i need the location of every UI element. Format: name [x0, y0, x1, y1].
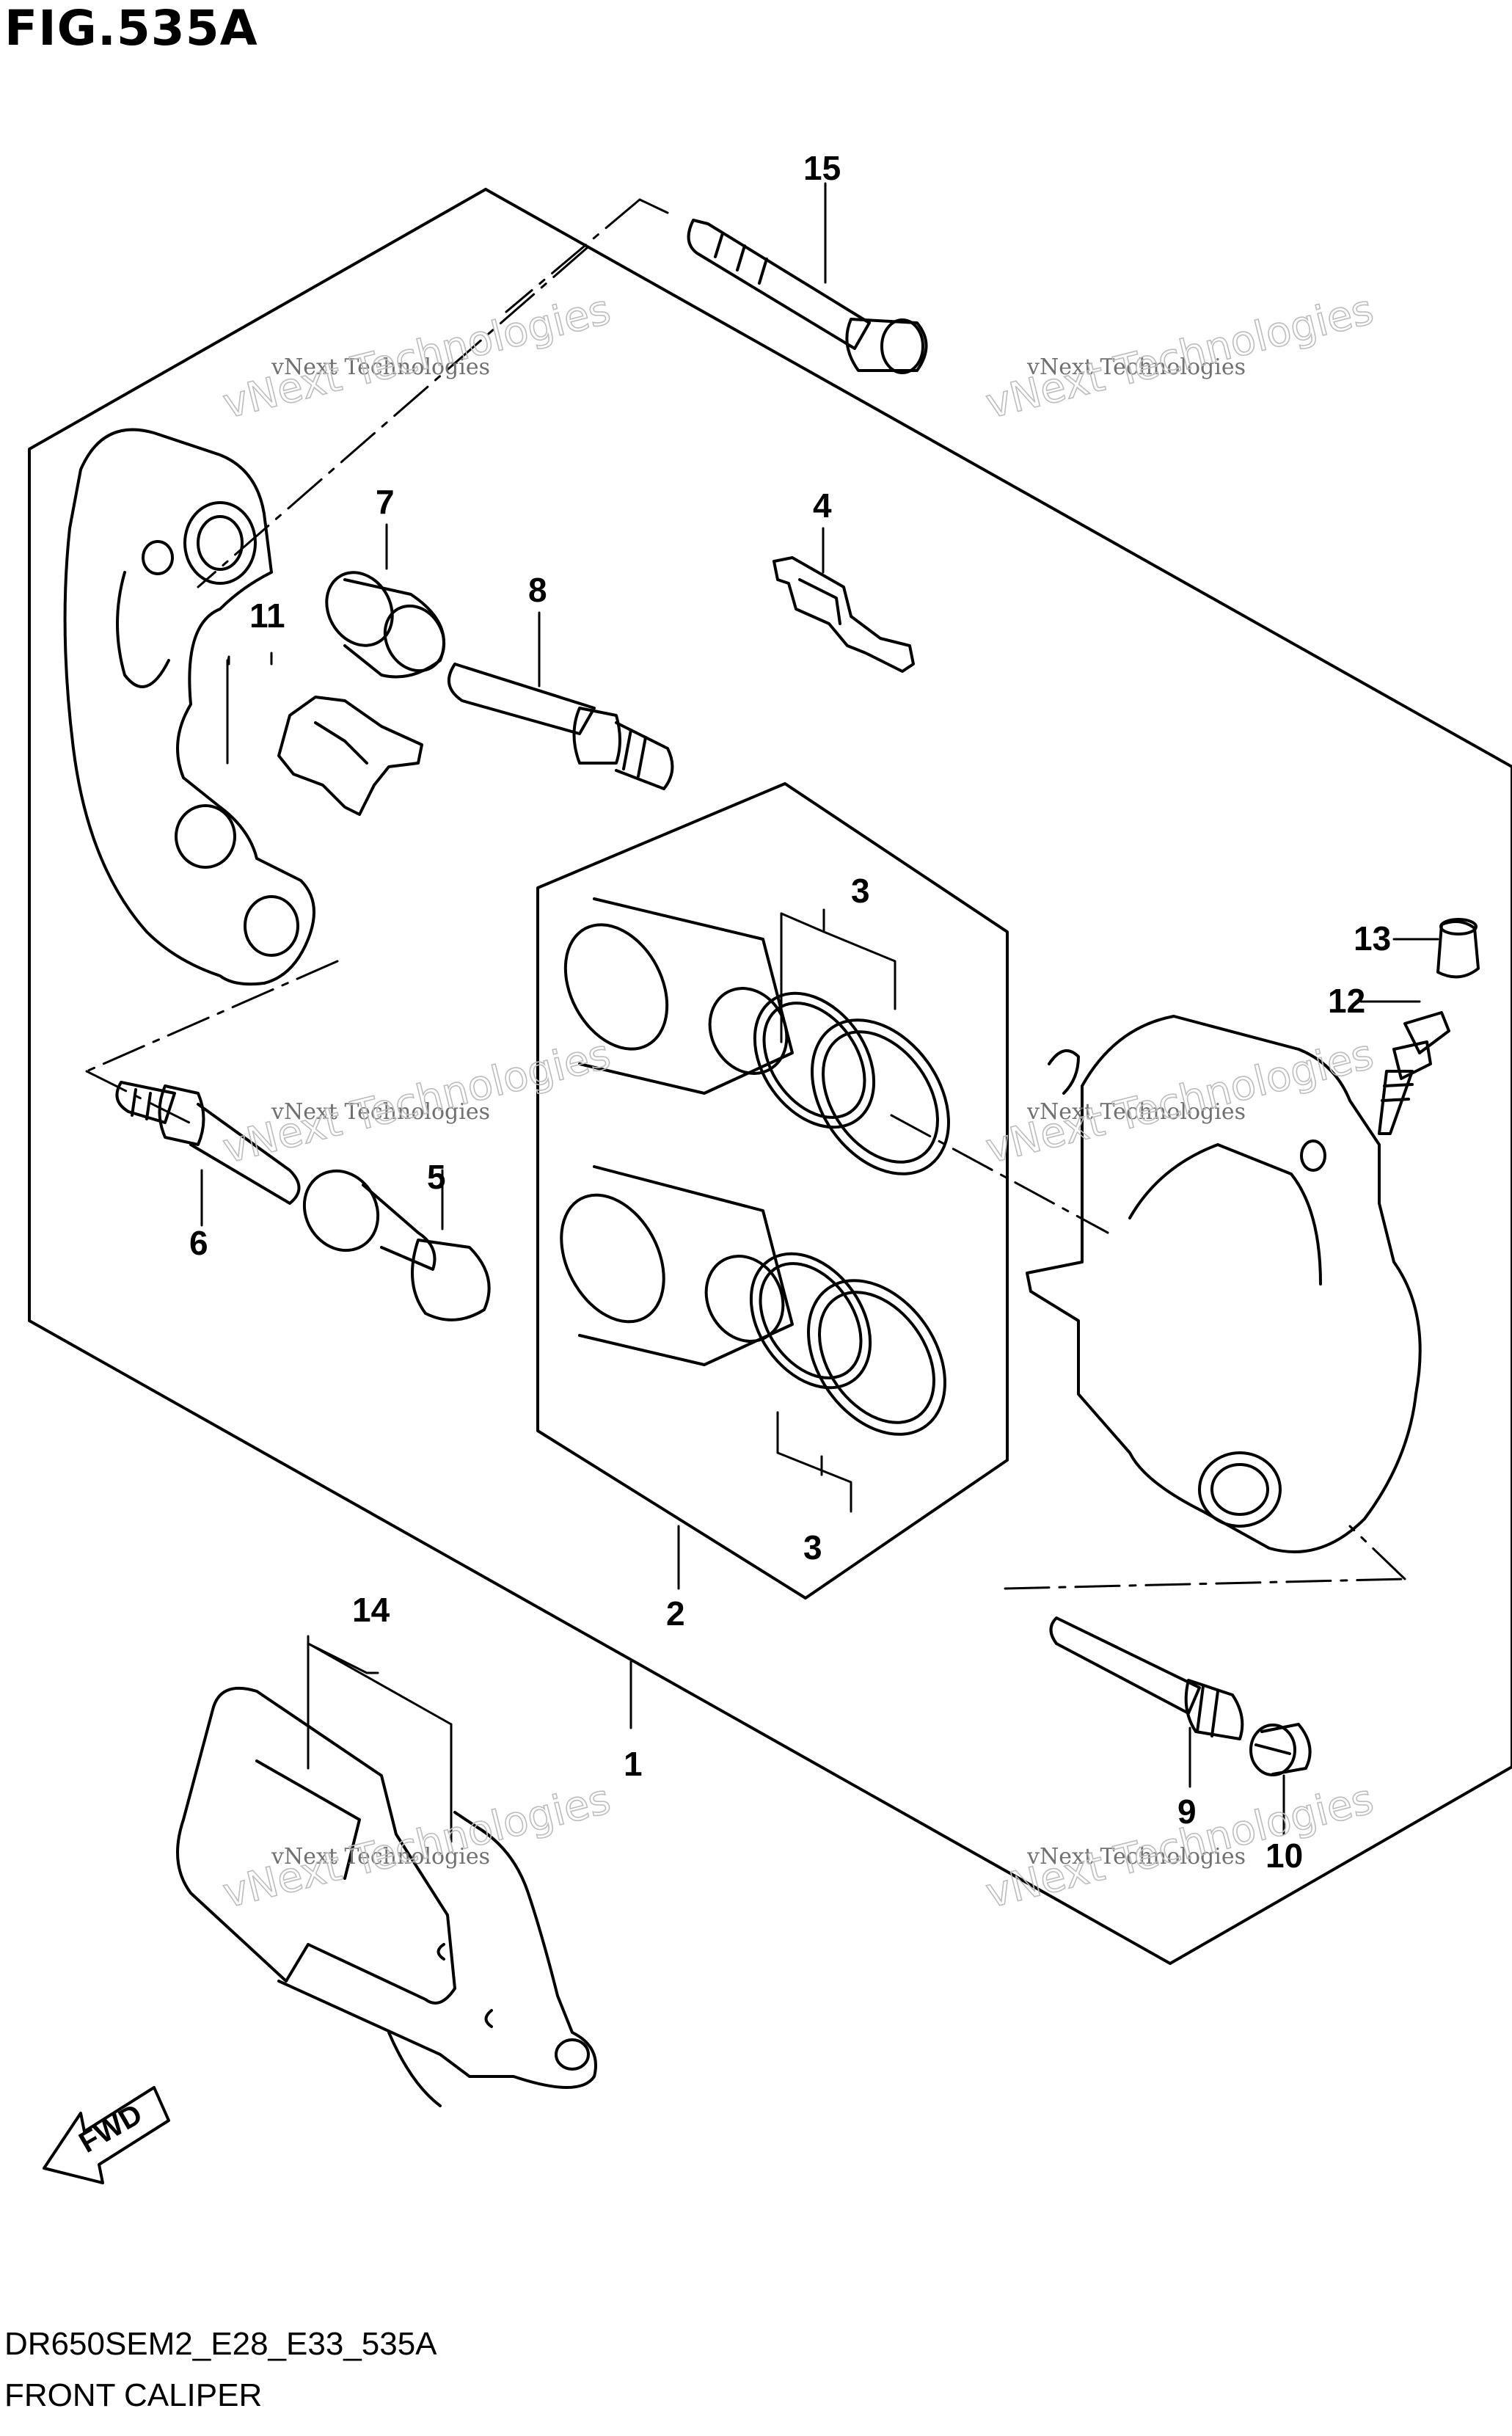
- part-5-boot: [302, 1169, 491, 1321]
- callout-3-upper: 3: [851, 872, 870, 910]
- callout-12: 12: [1328, 982, 1365, 1020]
- callout-8: 8: [528, 571, 547, 609]
- diagram-code: DR650SEM2_E28_E33_535A: [4, 2326, 437, 2362]
- caliper-body: [1026, 1015, 1422, 1553]
- part-13-bleeder-cap: [1436, 918, 1480, 979]
- callout-5: 5: [427, 1158, 446, 1196]
- watermark-text: vNext Technologies: [271, 1099, 490, 1125]
- watermarks: vNext Technologies vNext Technologies vN…: [218, 285, 1378, 1919]
- watermark-text: vNext Technologies: [1026, 354, 1246, 380]
- part-3-seal-rings-upper: [753, 991, 950, 1175]
- watermark-text: vNext Technologies: [1026, 1099, 1246, 1125]
- part-14-brake-pads: [176, 1686, 597, 2107]
- figure-title: FIG.535A: [4, 0, 258, 56]
- fwd-arrow-icon: [43, 2086, 170, 2184]
- callout-9: 9: [1177, 1793, 1197, 1831]
- part-11-pad-retainer: [277, 696, 423, 816]
- assembly-1-outline: [28, 188, 1512, 1965]
- callout-14: 14: [352, 1591, 390, 1629]
- part-6-pin: [115, 1081, 301, 1205]
- guide-lines: [85, 198, 1406, 1590]
- part-7-boot: [325, 571, 446, 679]
- callout-11: 11: [249, 597, 285, 635]
- callout-13: 13: [1354, 919, 1391, 958]
- callout-15: 15: [803, 149, 841, 187]
- watermark-text: vNext Technologies: [1026, 1844, 1246, 1870]
- part-8-slide-pin: [448, 663, 674, 790]
- assembly-2-outline: [536, 782, 1009, 1600]
- diagram-name: FRONT CALIPER: [4, 2377, 263, 2413]
- callout-7: 7: [376, 483, 395, 521]
- part-15-bolt: [687, 219, 928, 374]
- part-4-pad-spring: [773, 556, 915, 673]
- part-10-plug: [1249, 1723, 1312, 1776]
- part-2-piston-upper: [563, 897, 794, 1095]
- part-12-bleeder-valve: [1378, 1011, 1450, 1135]
- watermark-text: vNext Technologies: [271, 1844, 490, 1870]
- part-9-pin: [1049, 1616, 1244, 1740]
- part-3-seal-rings-lower: [749, 1252, 946, 1436]
- callout-4: 4: [813, 486, 832, 525]
- callout-2: 2: [666, 1594, 685, 1633]
- callout-leaders: [200, 182, 1439, 1843]
- part-2-piston-lower: [560, 1165, 794, 1366]
- fwd-label: FWD: [74, 2098, 148, 2159]
- callout-numbers: 15 4 7 8 11 3 3 2 1 14 13 12 5 6 9 10: [189, 149, 1391, 1875]
- callout-10: 10: [1266, 1837, 1303, 1875]
- callout-6: 6: [189, 1224, 208, 1262]
- callout-3-lower: 3: [803, 1528, 822, 1567]
- caliper-bracket: [63, 428, 315, 986]
- watermark-text: vNext Technologies: [271, 354, 490, 380]
- callout-1: 1: [624, 1745, 643, 1783]
